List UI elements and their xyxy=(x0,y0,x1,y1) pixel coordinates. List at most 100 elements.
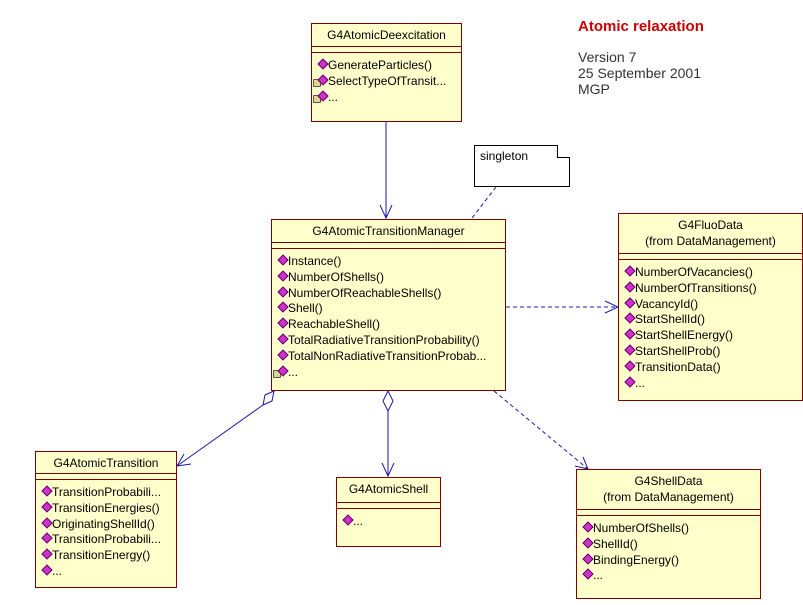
operation-item: NumberOfTransitions() xyxy=(624,281,802,297)
public-operation-icon xyxy=(277,317,289,329)
operation-item: TransitionEnergies() xyxy=(41,501,176,517)
class-fluo-data: G4FluoData (from DataManagement) NumberO… xyxy=(618,213,803,401)
attributes-compartment xyxy=(619,254,802,260)
public-operation-icon xyxy=(624,265,636,277)
arrowhead-shell xyxy=(381,462,395,478)
public-operation-icon xyxy=(624,312,636,325)
meta-author: MGP xyxy=(578,81,610,97)
public-operation-icon xyxy=(582,537,594,549)
dependency-manager-shelldata xyxy=(493,390,589,470)
class-name: G4AtomicShell xyxy=(348,482,429,496)
class-name: G4AtomicDeexcitation xyxy=(327,28,446,42)
operation-item: StartShellProb() xyxy=(624,344,802,360)
public-operation-icon xyxy=(317,58,329,70)
note-fold-corner xyxy=(557,145,570,158)
operation-item: NumberOfReachableShells() xyxy=(277,285,505,302)
class-atomic-transition: G4AtomicTransition TransitionProbabili..… xyxy=(35,451,177,588)
operations-list: Instance() NumberOfShells() NumberOfReac… xyxy=(272,249,505,380)
aggregation-manager-transition xyxy=(176,404,264,467)
meta-date: 25 September 2001 xyxy=(578,65,701,81)
class-atomic-shell: G4AtomicShell ... xyxy=(336,477,441,547)
operation-item: Shell() xyxy=(277,301,505,317)
public-operation-icon xyxy=(624,360,636,372)
public-operation-icon xyxy=(41,501,53,513)
public-operation-icon xyxy=(277,270,289,282)
class-atomic-transition-manager: G4AtomicTransitionManager Instance() Num… xyxy=(271,219,506,391)
class-name: G4FluoData (from DataManagement) xyxy=(619,214,802,249)
operation-item: TransitionEnergy() xyxy=(41,548,176,564)
public-operation-icon xyxy=(41,532,53,545)
operation-item: NumberOfShells() xyxy=(582,521,760,537)
operation-item: VacancyId() xyxy=(624,296,802,313)
operation-item: ReachableShell() xyxy=(277,317,505,333)
public-operation-icon xyxy=(277,333,289,345)
operation-item: SelectTypeOfTransit... xyxy=(313,74,461,90)
attributes-compartment xyxy=(272,243,505,249)
note-singleton: singleton xyxy=(474,145,570,187)
operation-item: OriginatingShellId() xyxy=(41,516,176,533)
operation-item: TotalNonRadiativeTransitionProbab... xyxy=(277,349,505,365)
aggregation-diamond-transition xyxy=(262,390,275,406)
operation-item: ... xyxy=(624,375,802,392)
diagram-meta: Version 7 25 September 2001 MGP xyxy=(578,49,704,97)
class-shell-data: G4ShellData (from DataManagement) Number… xyxy=(576,469,761,599)
arrowhead-manager xyxy=(379,204,393,220)
public-operation-icon xyxy=(277,301,289,314)
class-name: G4AtomicTransition xyxy=(53,456,159,470)
public-operation-icon xyxy=(582,552,594,565)
operation-item: NumberOfVacancies() xyxy=(624,265,802,281)
diagram-title-block: Atomic relaxation Version 7 25 September… xyxy=(578,18,704,97)
diagram-title: Atomic relaxation xyxy=(578,18,704,35)
public-operation-icon xyxy=(624,281,636,293)
public-operation-icon xyxy=(582,521,594,533)
operation-item: ... xyxy=(273,365,505,381)
public-operation-icon xyxy=(342,514,354,526)
meta-version: Version 7 xyxy=(578,49,637,65)
operation-item: GenerateParticles() xyxy=(317,58,461,74)
operation-item: TotalRadiativeTransitionProbability() xyxy=(277,333,505,349)
operations-list: ... xyxy=(337,509,440,530)
operations-list: NumberOfShells() ShellId() BindingEnergy… xyxy=(577,516,760,584)
public-operation-icon xyxy=(624,328,636,340)
operation-item: StartShellEnergy() xyxy=(624,328,802,344)
public-operation-icon xyxy=(277,285,289,298)
operation-item: NumberOfShells() xyxy=(277,270,505,286)
public-operation-icon xyxy=(277,254,289,266)
operation-item: TransitionProbabili... xyxy=(41,532,176,548)
note-anchor xyxy=(471,186,497,219)
operation-item: Instance() xyxy=(277,254,505,270)
public-operation-icon xyxy=(41,516,53,529)
attributes-compartment xyxy=(577,510,760,516)
arrowhead-transition xyxy=(176,453,192,467)
attributes-compartment xyxy=(312,47,461,53)
operation-item: ... xyxy=(342,514,440,530)
operation-item: ... xyxy=(582,568,760,584)
class-name: G4ShellData (from DataManagement) xyxy=(577,470,760,505)
operation-item: TransitionProbabili... xyxy=(41,485,176,501)
attributes-compartment xyxy=(36,474,176,480)
public-operation-icon xyxy=(624,344,636,356)
class-name: G4AtomicTransitionManager xyxy=(312,224,465,238)
operation-item: ... xyxy=(41,564,176,580)
public-operation-icon xyxy=(624,375,636,388)
operations-list: NumberOfVacancies() NumberOfTransitions(… xyxy=(619,260,802,391)
class-atomic-deexcitation: G4AtomicDeexcitation GenerateParticles()… xyxy=(311,23,462,122)
public-operation-icon xyxy=(41,564,53,576)
public-operation-icon xyxy=(41,485,53,497)
class-package: (from DataManagement) xyxy=(645,234,776,248)
public-operation-icon xyxy=(41,548,53,560)
operation-item: BindingEnergy() xyxy=(582,552,760,569)
public-operation-icon xyxy=(582,568,594,581)
public-operation-icon xyxy=(624,296,636,309)
operation-item: StartShellId() xyxy=(624,312,802,328)
aggregation-diamond-shell xyxy=(382,389,394,413)
operations-list: GenerateParticles() SelectTypeOfTransit.… xyxy=(312,53,461,105)
operation-item: ... xyxy=(313,90,461,106)
public-operation-icon xyxy=(277,349,289,361)
operation-item: ShellId() xyxy=(582,537,760,553)
attributes-compartment xyxy=(337,503,440,509)
class-package: (from DataManagement) xyxy=(603,490,734,504)
note-text: singleton xyxy=(480,149,529,163)
operations-list: TransitionProbabili... TransitionEnergie… xyxy=(36,480,176,580)
